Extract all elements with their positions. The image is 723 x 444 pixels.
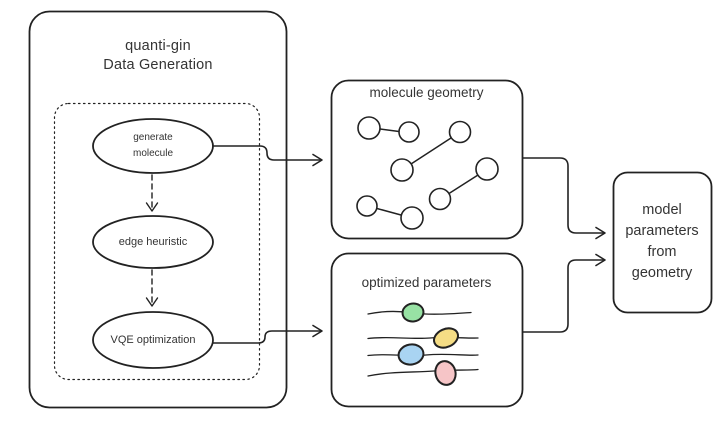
arrow-parameters-to-output xyxy=(522,259,605,333)
molecule-geometry-box xyxy=(330,79,524,240)
arrowhead-down-icon xyxy=(145,202,159,212)
output-box-label: model parameters from geometry xyxy=(625,202,699,281)
bond-line xyxy=(448,174,479,195)
step-label-generate-molecule: generate molecule xyxy=(132,132,174,159)
atom-circle xyxy=(400,206,424,230)
arrow-vqe-to-parameters xyxy=(212,330,322,344)
arrow-generate-to-geometry xyxy=(212,145,322,161)
slider-track xyxy=(367,336,479,340)
slider-handle-green xyxy=(401,302,425,323)
optimized-parameters-box xyxy=(330,252,524,408)
slider-track xyxy=(367,353,479,357)
molecule-geometry-title: molecule geometry xyxy=(369,85,484,100)
atom-circle xyxy=(356,195,378,217)
bond-line xyxy=(379,128,400,133)
arrowhead-right-icon xyxy=(595,226,606,240)
step-ellipse-edge-heuristic xyxy=(92,215,214,269)
arrowhead-right-icon xyxy=(312,324,323,338)
step-ellipse-vqe-optimization xyxy=(92,311,214,369)
slider-track xyxy=(367,368,479,377)
step-label-edge-heuristic: edge heuristic xyxy=(118,236,188,248)
data-generation-panel-title: quanti-gin Data Generation xyxy=(103,38,213,73)
arrowhead-right-icon xyxy=(595,253,606,267)
pipeline-dotted-container xyxy=(53,102,261,381)
atom-circle xyxy=(357,116,381,140)
atom-circle xyxy=(428,187,452,211)
optimized-parameters-title: optimized parameters xyxy=(361,275,492,290)
slider-handle-yellow xyxy=(433,327,459,349)
step-label-vqe-optimization: VQE optimization xyxy=(110,334,196,346)
slider-handle-blue xyxy=(397,343,425,366)
atom-circle xyxy=(475,157,499,181)
atom-circle xyxy=(390,158,414,182)
atom-circle xyxy=(398,121,420,143)
data-generation-panel-box xyxy=(28,10,288,409)
output-box xyxy=(612,171,713,314)
bond-line xyxy=(376,207,402,216)
atom-circle xyxy=(448,120,472,144)
arrowhead-down-icon xyxy=(145,297,159,307)
bond-line xyxy=(410,137,452,165)
arrow-geometry-to-output xyxy=(522,157,605,234)
slider-handle-pink xyxy=(434,360,457,386)
arrowhead-right-icon xyxy=(312,153,323,167)
